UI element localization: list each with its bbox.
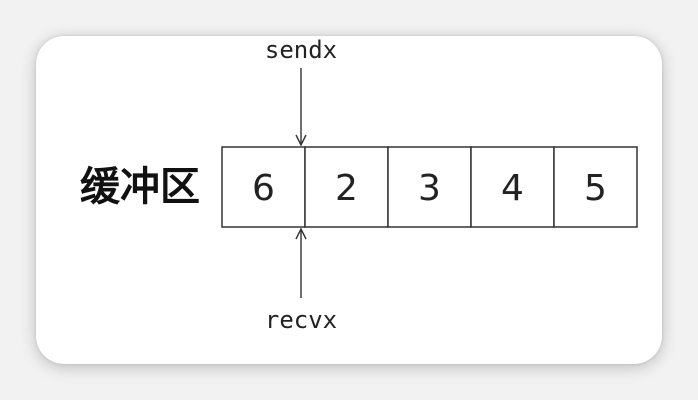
recvx-label: recvx bbox=[265, 306, 337, 334]
buffer-cell-value: 5 bbox=[584, 168, 607, 209]
buffer-label: 缓冲区 bbox=[80, 164, 200, 210]
buffer-cell-value: 4 bbox=[501, 168, 524, 209]
buffer-cell bbox=[387, 146, 472, 228]
buffer-cell bbox=[553, 146, 638, 228]
buffer-cells: 6 2 3 4 5 bbox=[221, 146, 638, 228]
sendx-label: sendx bbox=[265, 36, 337, 64]
buffer-cell-value: 2 bbox=[335, 168, 358, 209]
buffer-cell bbox=[221, 146, 306, 228]
buffer-cell-value: 6 bbox=[252, 168, 275, 209]
buffer-cell bbox=[470, 146, 555, 228]
buffer-cell-value: 3 bbox=[418, 168, 441, 209]
buffer-cell bbox=[304, 146, 389, 228]
